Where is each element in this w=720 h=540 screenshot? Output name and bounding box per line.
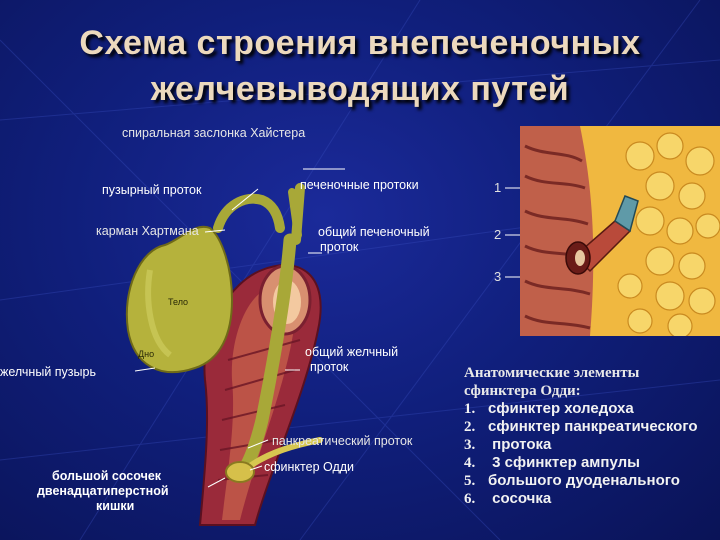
legend-panel: Анатомические элементы сфинктера Одди: 1… <box>464 364 720 508</box>
label-common-bile-2: проток <box>310 360 349 374</box>
legend-item-number: 4. <box>464 455 476 471</box>
legend-item: 3. протока <box>464 436 720 454</box>
inset-number-1: 1 <box>494 180 502 195</box>
inset-number-2: 2 <box>494 227 502 242</box>
legend-item-number: 2. <box>464 419 476 435</box>
legend-item-number: 3. <box>464 437 476 453</box>
legend-item-text: 3 сфинктер ампулы <box>488 454 640 471</box>
legend-item-number: 6. <box>464 491 476 507</box>
label-oddi-sphincter: сфинктер Одди <box>264 460 355 474</box>
label-pancreatic-duct: панкреатический проток <box>272 434 413 448</box>
sphincter-inset-image <box>520 126 720 336</box>
duodenal-wall <box>520 126 594 336</box>
legend-item: 2. сфинктер панкреатического <box>464 418 720 436</box>
legend-item: 1. сфинктер холедоха <box>464 400 720 418</box>
label-hepatic-ducts: печеночные протоки <box>300 178 419 192</box>
legend-heading-2: сфинктера Одди: <box>464 383 581 399</box>
legend-item-text: сфинктер панкреатического <box>488 418 698 435</box>
pancreas-texture <box>617 132 720 336</box>
legend-item-number: 1. <box>464 401 476 417</box>
common-bile-duct <box>237 233 297 477</box>
neck-tag: Дно <box>138 349 154 359</box>
label-papilla-2: двенадцатиперстной <box>37 484 169 498</box>
legend-item-text: большого дуоденального <box>488 472 680 489</box>
duodenal-folds <box>524 144 591 330</box>
inset-pointers <box>505 187 520 278</box>
label-common-bile-1: общий желчный <box>305 345 399 359</box>
label-gallbladder: желчный пузырь <box>0 365 96 379</box>
label-spiral-valve: спиральная заслонка Хайстера <box>122 126 306 140</box>
slide-title-line-2: желчевыводящих путей <box>150 70 570 108</box>
inset-number-3: 3 <box>494 269 502 284</box>
biliary-tract-diagram: Тело Дно <box>125 168 520 526</box>
legend-heading-1: Анатомические элементы <box>464 365 640 381</box>
label-papilla-1: большой сосочек <box>52 469 162 483</box>
label-common-hepatic-1: общий печеночный <box>318 225 430 239</box>
label-cystic-duct: пузырный проток <box>102 183 202 197</box>
legend-item-text: сфинктер холедоха <box>488 400 634 417</box>
legend-item-text: сосочка <box>488 490 552 507</box>
pancreatic-duct <box>247 437 323 469</box>
slide-title-line-1: Схема строения внепеченочных <box>79 24 641 62</box>
label-common-hepatic-2: проток <box>320 240 359 254</box>
cystic-duct <box>213 193 285 233</box>
legend-item: 5. большого дуоденального <box>464 472 720 490</box>
label-hartmann-pouch: карман Хартмана <box>96 224 199 238</box>
legend-item-text: протока <box>488 436 552 453</box>
legend-item: 4. 3 сфинктер ампулы <box>464 454 720 472</box>
papilla-shape <box>225 461 255 483</box>
label-papilla-3: кишки <box>96 499 135 513</box>
body-tag: Тело <box>168 297 188 307</box>
hepatic-duct-right <box>288 188 302 239</box>
label-pointers <box>134 168 345 488</box>
legend-item: 6. сосочка <box>464 490 720 508</box>
legend-item-number: 5. <box>464 473 476 489</box>
